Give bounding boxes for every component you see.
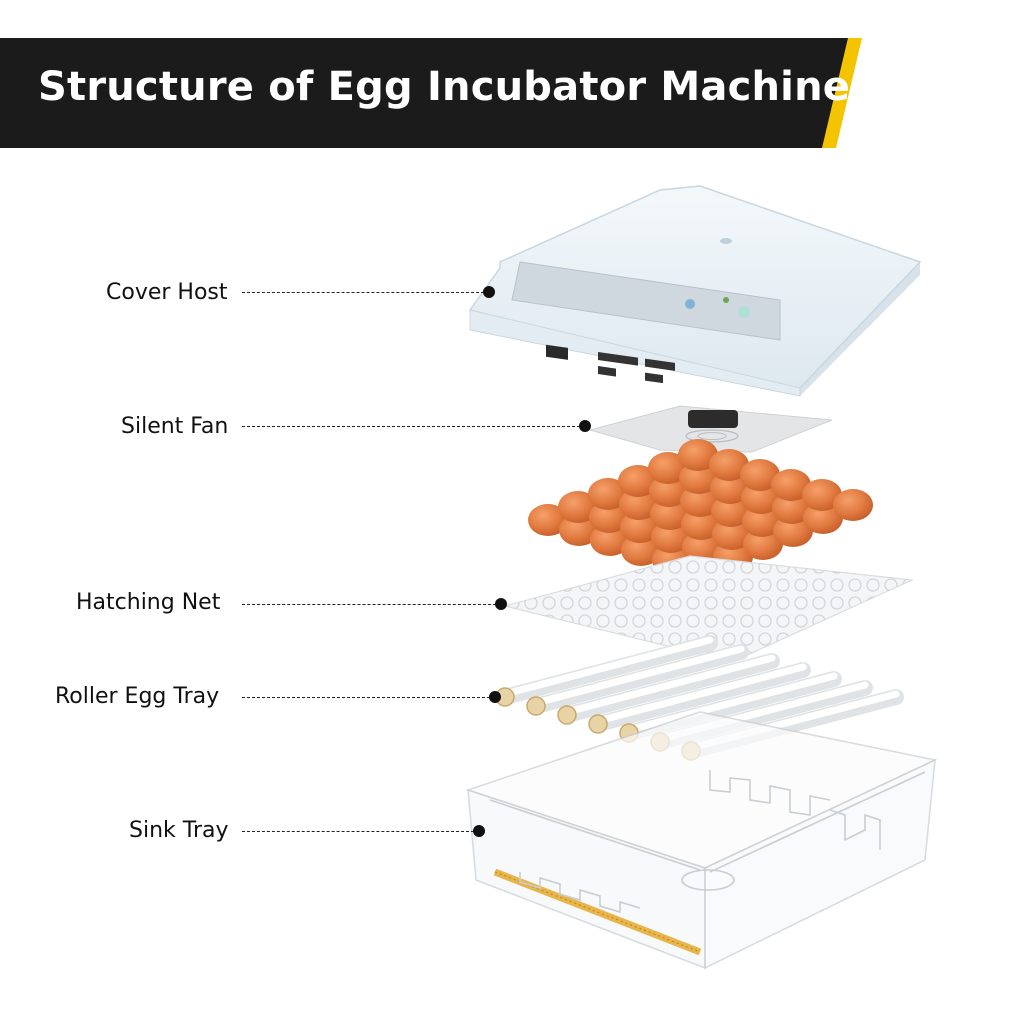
egg bbox=[590, 524, 630, 556]
silent-fan-part bbox=[588, 405, 833, 453]
roller-cap-icon bbox=[588, 714, 608, 734]
header-banner: Structure of Egg Incubator Machine bbox=[0, 0, 1024, 150]
pointer-dot-hatching-net bbox=[495, 598, 507, 610]
roller-highlight bbox=[563, 654, 776, 716]
egg bbox=[679, 462, 719, 494]
egg bbox=[528, 504, 568, 536]
pointer-dot-roller-egg-tray bbox=[489, 691, 501, 703]
roller-cap-icon bbox=[557, 705, 577, 725]
banner-background bbox=[0, 38, 848, 148]
part-label-roller-egg-tray: Roller Egg Tray bbox=[55, 684, 220, 709]
part-label-cover-host: Cover Host bbox=[106, 280, 228, 305]
leader-line-silent-fan bbox=[242, 426, 580, 427]
egg bbox=[619, 488, 659, 520]
roller-highlight bbox=[594, 663, 807, 725]
egg bbox=[620, 511, 660, 543]
roller-cap-icon bbox=[526, 696, 546, 716]
egg bbox=[618, 465, 658, 497]
egg bbox=[621, 534, 661, 566]
egg bbox=[712, 518, 752, 550]
egg bbox=[802, 479, 842, 511]
egg bbox=[650, 498, 690, 530]
egg bbox=[743, 528, 783, 560]
fan-motor-icon bbox=[688, 410, 738, 428]
leader-line-roller-egg-tray bbox=[242, 697, 490, 698]
banner-shape bbox=[0, 38, 862, 148]
egg bbox=[678, 439, 718, 471]
leader-line-cover-host bbox=[242, 292, 484, 293]
egg bbox=[682, 531, 722, 563]
control-panel bbox=[511, 261, 781, 341]
egg bbox=[741, 482, 781, 514]
roller-highlight bbox=[625, 672, 838, 734]
egg bbox=[773, 515, 813, 547]
egg bbox=[589, 501, 629, 533]
roller-highlight bbox=[532, 645, 745, 707]
eggs-group bbox=[528, 439, 873, 586]
egg bbox=[771, 469, 811, 501]
part-label-hatching-net: Hatching Net bbox=[76, 590, 221, 615]
egg bbox=[709, 449, 749, 481]
egg bbox=[711, 495, 751, 527]
egg bbox=[651, 521, 691, 553]
egg bbox=[742, 505, 782, 537]
leader-line-hatching-net bbox=[242, 604, 496, 605]
egg bbox=[710, 472, 750, 504]
pointer-dot-silent-fan bbox=[579, 420, 591, 432]
part-label-sink-tray: Sink Tray bbox=[129, 818, 229, 843]
sink-tray-part bbox=[465, 711, 938, 970]
egg bbox=[740, 459, 780, 491]
hatching-net-part bbox=[502, 555, 915, 663]
egg bbox=[588, 478, 628, 510]
leader-line-sink-tray bbox=[242, 831, 474, 832]
part-label-silent-fan: Silent Fan bbox=[121, 414, 229, 439]
panel-knob-icon bbox=[685, 299, 695, 309]
egg bbox=[681, 508, 721, 540]
egg bbox=[833, 489, 873, 521]
egg bbox=[772, 492, 812, 524]
egg bbox=[649, 475, 689, 507]
pointer-dot-sink-tray bbox=[473, 825, 485, 837]
roller-highlight bbox=[501, 636, 714, 698]
egg bbox=[803, 502, 843, 534]
egg bbox=[680, 485, 720, 517]
page-title: Structure of Egg Incubator Machine bbox=[38, 64, 851, 110]
vent-hole-icon bbox=[720, 238, 732, 244]
egg bbox=[558, 491, 598, 523]
egg bbox=[559, 514, 599, 546]
pointer-dot-cover-host bbox=[483, 286, 495, 298]
egg bbox=[648, 452, 688, 484]
cover-host-part bbox=[468, 185, 922, 397]
